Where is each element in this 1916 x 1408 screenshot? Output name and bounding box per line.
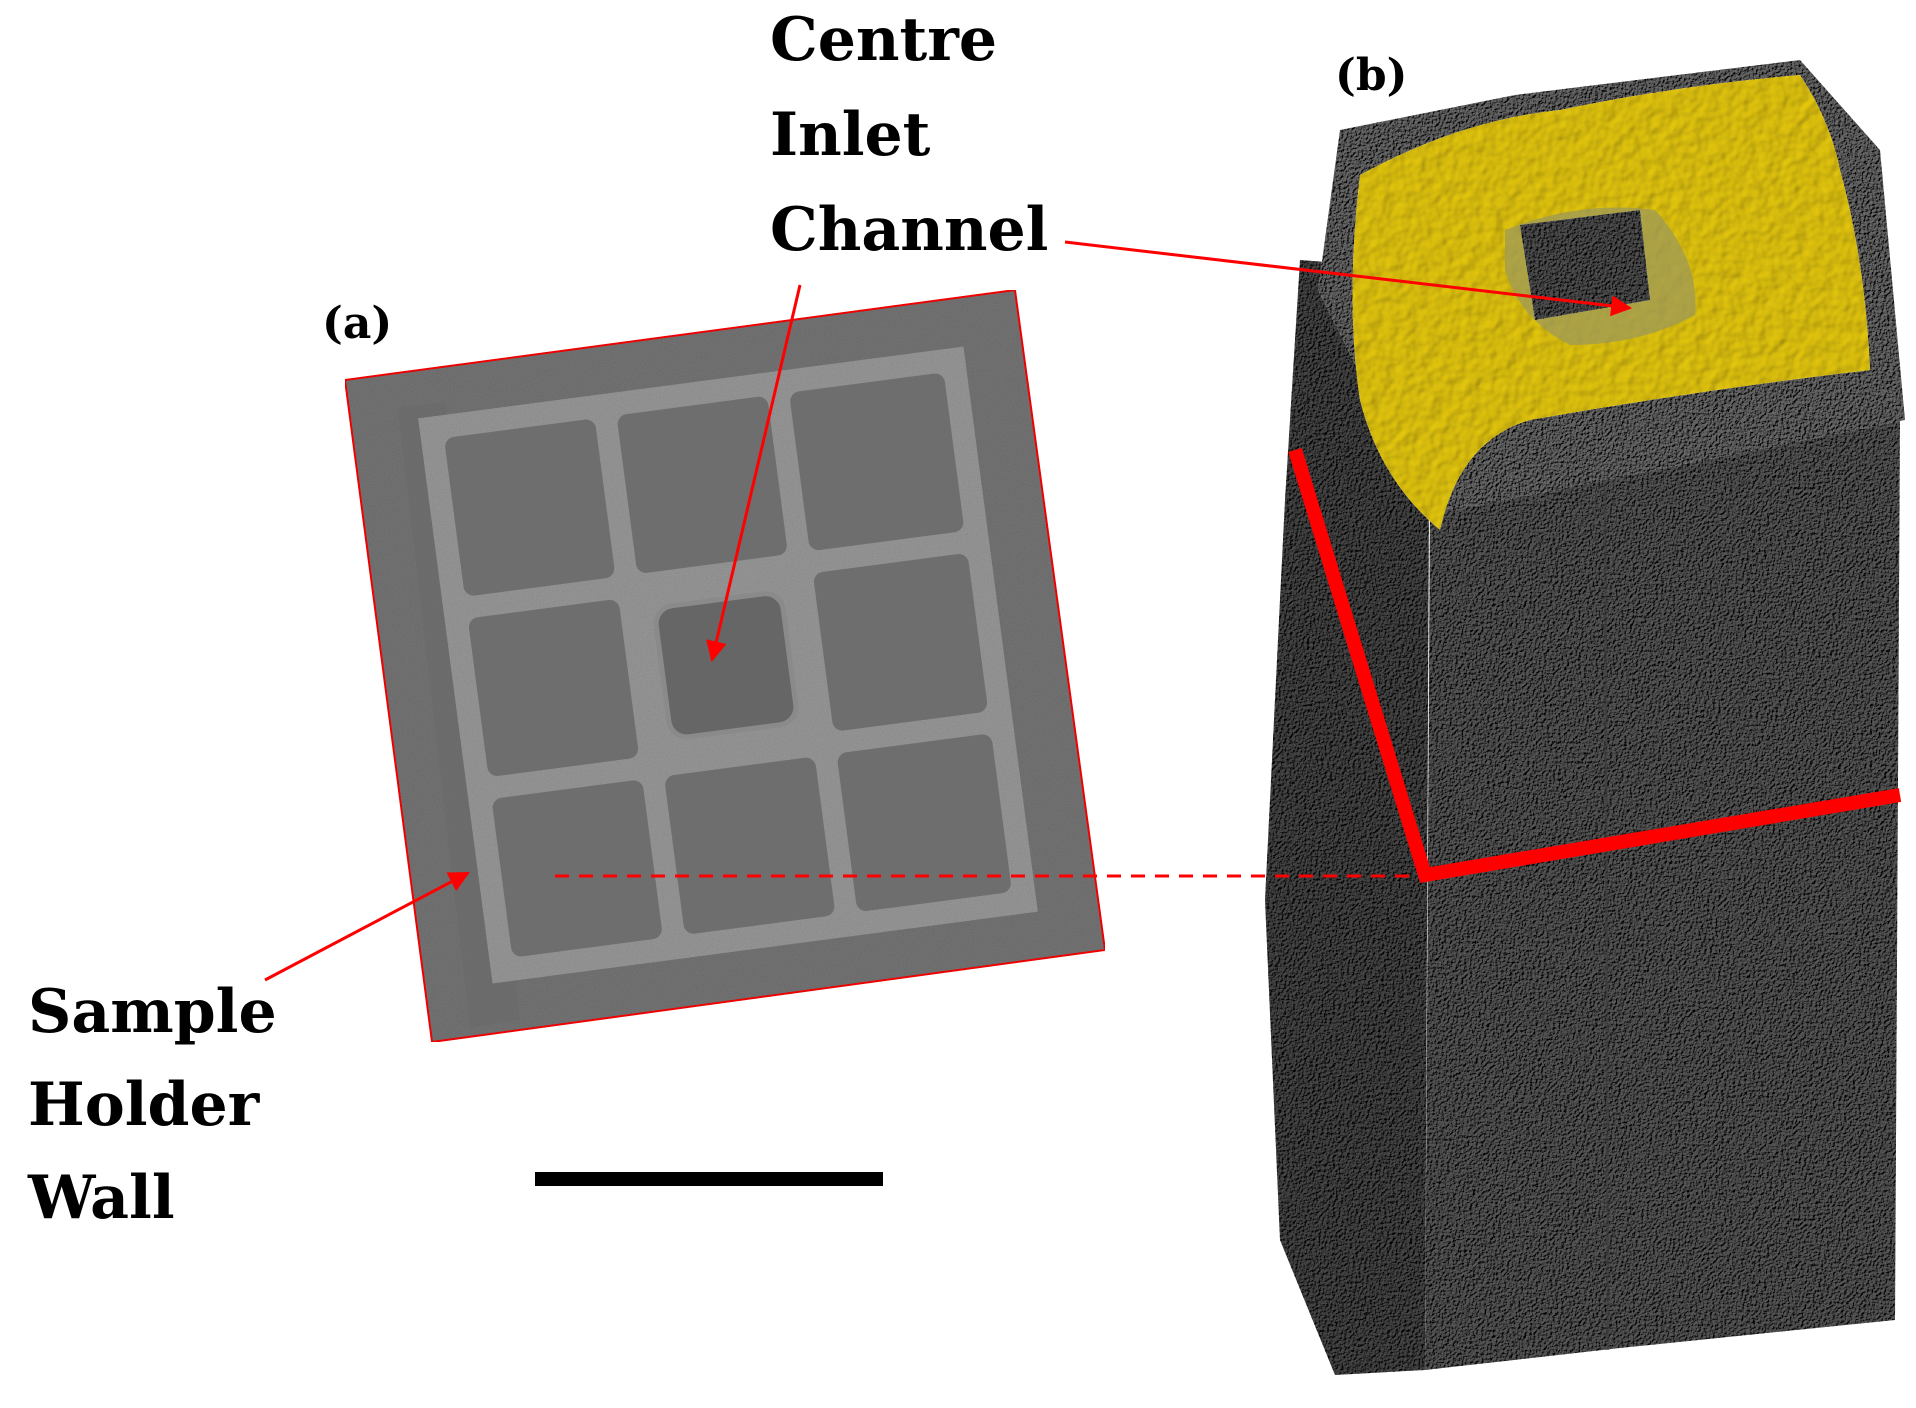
panel-label-a: (a) bbox=[322, 298, 392, 349]
column-left-face bbox=[1265, 260, 1430, 1375]
porous-grid bbox=[418, 346, 1038, 984]
centre-inlet-square bbox=[653, 591, 799, 740]
svg-text:Wall: Wall bbox=[27, 1163, 175, 1233]
svg-text:Channel: Channel bbox=[770, 195, 1048, 265]
column-render-panel bbox=[1265, 60, 1905, 1375]
centre-inlet-arrow-a bbox=[706, 284, 802, 663]
centre-inlet-arrow-b bbox=[1064, 240, 1633, 317]
ct-slice-panel bbox=[343, 288, 1107, 1044]
centre-inlet-channel-label: Centre Inlet Channel bbox=[770, 5, 1048, 265]
panel-label-b: (b) bbox=[1335, 50, 1407, 101]
inlet-hole bbox=[1505, 207, 1696, 345]
svg-text:Sample: Sample bbox=[28, 977, 277, 1047]
sample-holder-wall-label: Sample Holder Wall bbox=[27, 977, 277, 1233]
svg-text:Holder: Holder bbox=[28, 1070, 261, 1140]
column-right-face bbox=[1425, 420, 1900, 1370]
scale-bar bbox=[535, 1172, 883, 1186]
svg-text:Centre: Centre bbox=[770, 5, 997, 75]
svg-text:Inlet: Inlet bbox=[770, 100, 931, 170]
sample-holder-arrow bbox=[264, 871, 470, 982]
